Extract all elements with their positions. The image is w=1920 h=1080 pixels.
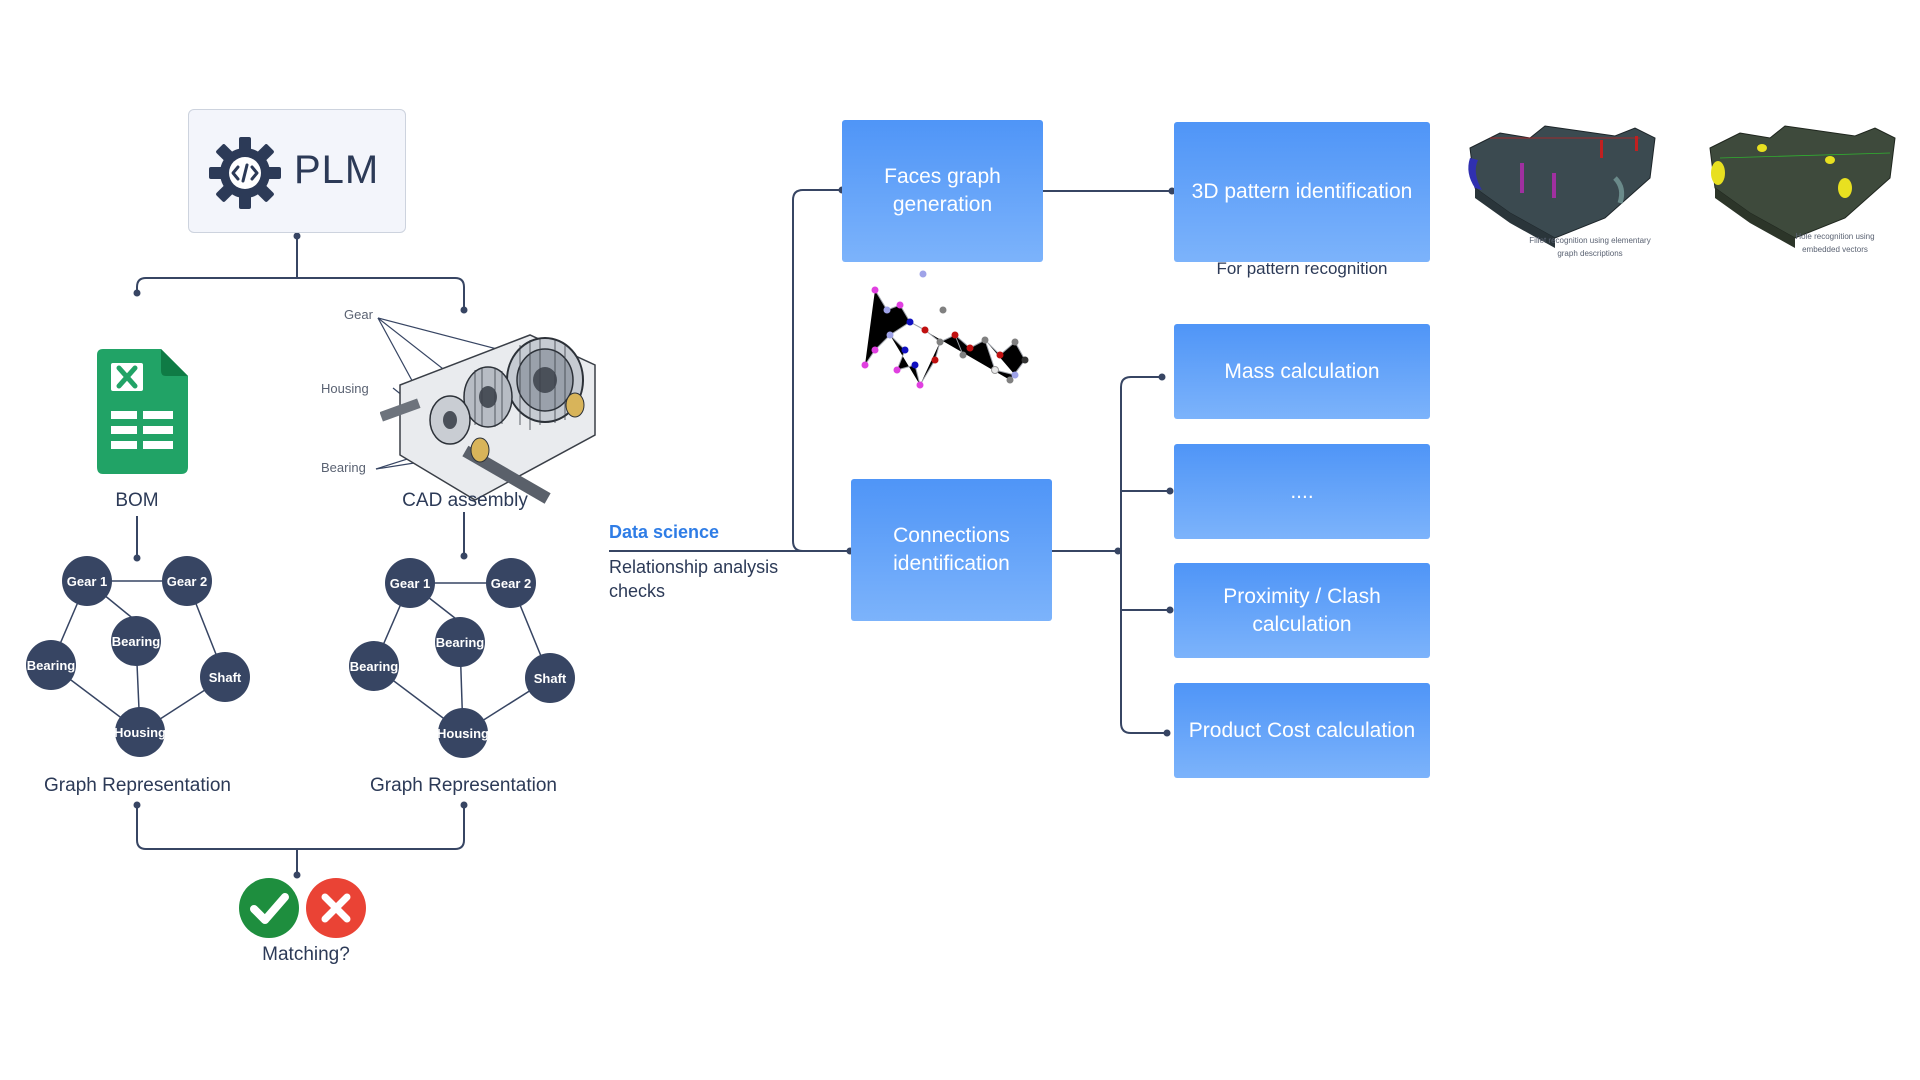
bom-label: BOM	[115, 490, 159, 511]
pattern-identification-box: 3D pattern identification	[1174, 122, 1430, 262]
graph-node-gear-1: Gear 1	[385, 558, 435, 608]
spreadsheet-icon	[97, 349, 188, 474]
data-science-line-2: checks	[609, 581, 666, 601]
graph-node-bearing: Bearing	[26, 640, 76, 690]
graph-node-gear-2: Gear 2	[162, 556, 212, 606]
data-science-subtitle: Relationship analysis checks	[609, 555, 778, 603]
cad-callout-housing: Housing	[321, 381, 369, 396]
check-circle-icon	[239, 878, 299, 938]
graph-node-housing: Housing	[115, 707, 165, 757]
cad-assembly-label: CAD assembly	[402, 490, 528, 511]
data-science-line-1: Relationship analysis	[609, 557, 779, 577]
faces-graph-image	[861, 270, 1029, 389]
matching-label: Matching?	[262, 944, 350, 965]
hole-caption-line-1: Hole recognition using	[1795, 232, 1875, 241]
fillet-caption-line-1: Fillet recognition using elementary	[1529, 236, 1651, 245]
fillet-recognition-image	[1468, 125, 1656, 248]
plm-box: PLM	[188, 109, 406, 233]
data-science-title: Data science	[609, 522, 720, 542]
graph-node-housing: Housing	[438, 708, 488, 758]
graph-node-gear-2: Gear 2	[486, 558, 536, 608]
graph-representation-label: Graph Representation	[44, 775, 231, 796]
graph-node-bearing: Bearing	[111, 616, 161, 666]
hole-recognition-image	[1709, 125, 1896, 248]
graph-node-bearing: Bearing	[435, 617, 485, 667]
graph-node-bearing: Bearing	[349, 641, 399, 691]
cad-callout-gear: Gear	[344, 307, 373, 322]
plm-label: PLM	[294, 148, 380, 192]
mass-calculation-box: Mass calculation	[1174, 324, 1430, 419]
fillet-caption-line-2: graph descriptions	[1557, 249, 1623, 258]
cad-callout-bearing: Bearing	[321, 460, 366, 475]
cad-assembly-image	[380, 334, 596, 504]
product-cost-box: Product Cost calculation	[1174, 683, 1430, 778]
hole-caption-line-2: embedded vectors	[1802, 245, 1868, 254]
proximity-clash-box: Proximity / Clash calculation	[1174, 563, 1430, 658]
gear-code-icon	[209, 137, 281, 209]
ellipsis-box: ....	[1174, 444, 1430, 539]
connections-box: Connections identification	[851, 479, 1052, 621]
x-circle-icon	[306, 878, 366, 938]
faces-graph-box: Faces graph generation	[842, 120, 1043, 262]
graph-node-shaft: Shaft	[525, 653, 575, 703]
fillet-caption: Fillet recognition using elementary grap…	[1505, 234, 1675, 260]
graph-node-gear-1: Gear 1	[62, 556, 112, 606]
hole-caption: Hole recognition using embedded vectors	[1770, 230, 1900, 256]
graph-node-shaft: Shaft	[200, 652, 250, 702]
pattern-note: For pattern recognition	[1216, 259, 1388, 278]
graph-representation-label: Graph Representation	[370, 775, 557, 796]
